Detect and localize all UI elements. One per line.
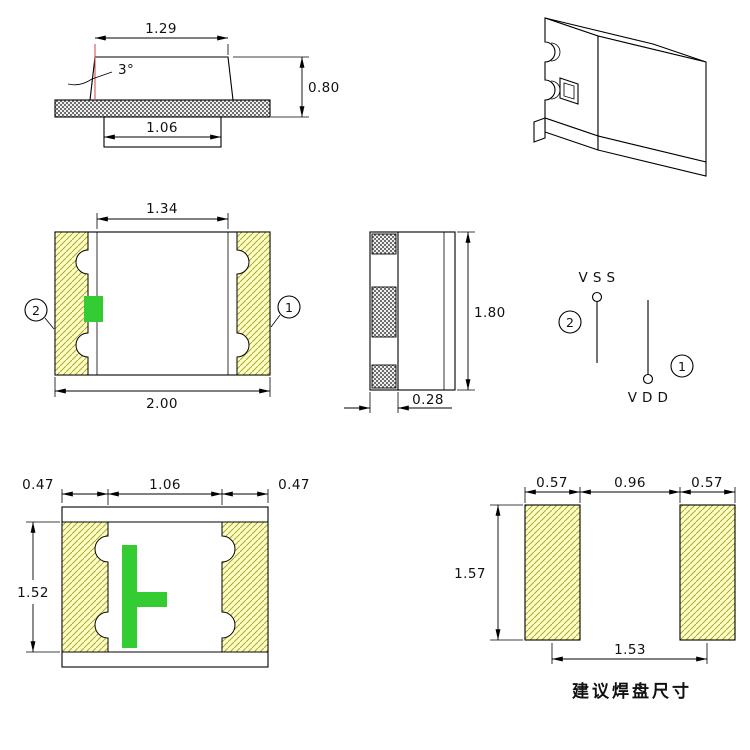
- dim-text-pad-height: 1.57: [454, 566, 486, 582]
- epoxy-body-outline: [89, 56, 234, 101]
- dim-text-top-width: 1.29: [145, 21, 177, 37]
- side-view: 1.29 3° 0.80 1.06: [54, 21, 340, 148]
- dim-text-inner-width: 1.34: [146, 201, 178, 217]
- pin1-leader: [270, 314, 281, 328]
- left-terminal-hatch: [54, 231, 89, 376]
- dim-text-pad-width: 1.06: [146, 120, 178, 136]
- dim-text-height: 0.80: [308, 80, 340, 96]
- vss-label: V S S: [579, 270, 616, 286]
- dim-text-pitch: 1.53: [614, 642, 646, 658]
- substrate-strip: [54, 99, 271, 118]
- pin2-number: 2: [32, 303, 40, 318]
- iso-foot-tab: [533, 117, 546, 143]
- left-pad: [524, 504, 581, 641]
- right-terminal-hatch: [236, 231, 271, 376]
- pin1-number: 1: [678, 359, 686, 374]
- dim-text-right-pad: 0.57: [691, 475, 723, 491]
- pin2-number: 2: [566, 315, 574, 330]
- pad-layout: 0.57 0.96 0.57 1.57 1.53 建议焊盘尺寸: [454, 475, 736, 702]
- pin2-leader: [44, 317, 55, 330]
- polarity-mark-green: [122, 545, 167, 648]
- iso-terminal-inner: [563, 82, 575, 100]
- dim-text-height: 1.52: [17, 585, 49, 601]
- iso-step-front: [597, 135, 707, 177]
- cathode-mark-green: [84, 296, 103, 322]
- dim-text-center: 1.06: [149, 477, 181, 493]
- dim-text-height: 1.80: [474, 305, 506, 321]
- vdd-pin-circle: [642, 373, 654, 385]
- iso-left-face-castellated: [544, 17, 599, 137]
- vss-pin-circle: [591, 291, 603, 303]
- left-terminal-hatch: [61, 521, 109, 653]
- vdd-label: V D D: [628, 390, 669, 406]
- end-view: 1.80 0.28: [344, 231, 506, 413]
- terminal-block-middle: [371, 286, 397, 338]
- dim-text-draft-angle: 3°: [118, 62, 134, 78]
- terminal-block-top: [371, 233, 397, 255]
- pin1-number: 1: [285, 300, 293, 315]
- draft-angle-leader: [67, 71, 113, 86]
- terminal-block-bottom: [371, 364, 397, 389]
- pad-layout-caption: 建议焊盘尺寸: [572, 681, 692, 702]
- pin1-circle: [277, 295, 301, 319]
- right-pad: [679, 504, 736, 641]
- dim-text-gap: 0.96: [614, 475, 646, 491]
- dim-text-left-terminal: 0.47: [22, 477, 54, 493]
- iso-terminal-detail: [559, 77, 579, 105]
- pin2-circle: [24, 298, 48, 322]
- dim-text-right-terminal: 0.47: [278, 477, 310, 493]
- pin2-circle: [558, 310, 582, 334]
- bottom-view: 0.47 1.06 0.47 1.52: [17, 477, 310, 668]
- dim-text-total-width: 2.00: [146, 396, 178, 412]
- right-terminal-hatch: [221, 521, 269, 653]
- iso-view: [533, 17, 707, 177]
- polarity-diagram: V S S 2 V D D 1: [558, 270, 694, 406]
- dim-text-terminal-width: 0.28: [412, 392, 444, 408]
- pin1-circle: [670, 354, 694, 378]
- dim-text-left-pad: 0.57: [536, 475, 568, 491]
- castellation-echo: [550, 42, 561, 62]
- bottom-pad-outline: [103, 116, 222, 148]
- top-view: 2 1 1.34 2.00: [24, 201, 301, 412]
